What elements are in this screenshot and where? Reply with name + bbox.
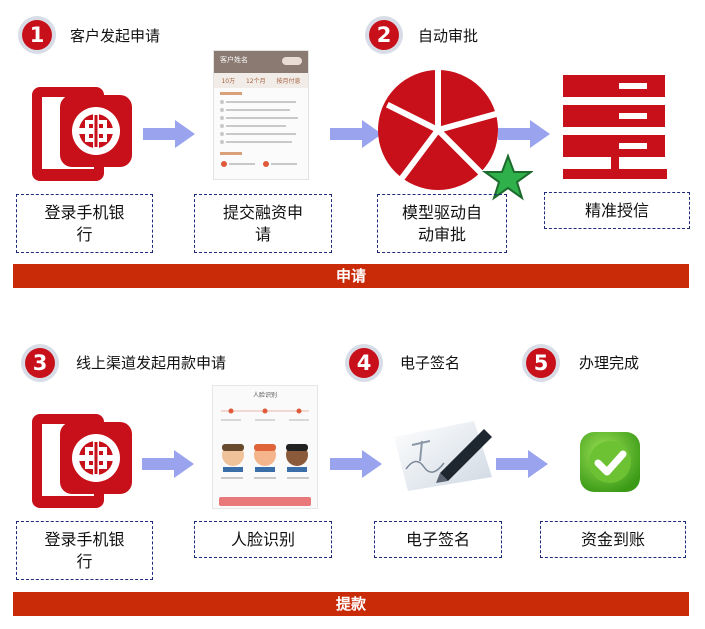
flow-arrow (330, 449, 382, 479)
step-box-login-2: 登录手机银 行 (16, 521, 153, 580)
step-number: 2 (369, 20, 399, 50)
application-form-image: 客户姓名 10万 12个月 按月付息 (213, 50, 309, 180)
step-title-5: 办理完成 (579, 354, 640, 372)
step-title-4: 电子签名 (400, 354, 461, 372)
section-bar-drawdown: 提款 (13, 592, 689, 616)
form-value: 10万 (221, 78, 236, 85)
section-bar-apply: 申请 (13, 264, 689, 288)
step-badge-1: 1 (18, 16, 56, 54)
mobile-banking-icon (30, 412, 134, 510)
check-icon (578, 430, 642, 494)
step-number: 3 (25, 348, 55, 378)
flow-arrow (142, 449, 194, 479)
pie-chart-icon (378, 66, 533, 216)
step-number: 1 (22, 20, 52, 50)
step-box-login: 登录手机银 行 (16, 194, 153, 253)
step-title-3: 线上渠道发起用款申请 (76, 354, 227, 372)
form-header-text: 客户姓名 (220, 56, 248, 64)
step-badge-4: 4 (345, 344, 383, 382)
step-title-1: 客户发起申请 (70, 27, 161, 45)
step-box-e-sign: 电子签名 (374, 521, 502, 558)
form-value: 12个月 (245, 78, 266, 85)
step-badge-5: 5 (522, 344, 560, 382)
face-screen-title: 人脸识别 (252, 392, 277, 399)
server-icon (563, 75, 683, 185)
step-badge-3: 3 (21, 344, 59, 382)
mobile-banking-icon (30, 85, 134, 183)
form-lines (220, 92, 298, 167)
flow-arrow (330, 119, 382, 149)
star-icon (481, 153, 533, 201)
flow-arrow (498, 119, 550, 149)
flow-arrow (496, 449, 548, 479)
step-badge-2: 2 (365, 16, 403, 54)
step-number: 4 (349, 348, 379, 378)
step-title-2: 自动审批 (418, 27, 479, 45)
pen-signature-icon (388, 415, 496, 493)
step-box-auto-approve: 模型驱动自 动审批 (377, 194, 507, 253)
step-box-face-id: 人脸识别 (194, 521, 332, 558)
flow-arrow (143, 119, 195, 149)
form-value: 按月付息 (276, 78, 301, 85)
step-box-submit: 提交融资申 请 (194, 194, 332, 253)
step-box-funds: 资金到账 (540, 521, 686, 558)
face-recognition-image: 人脸识别 (212, 385, 318, 509)
step-box-credit: 精准授信 (544, 192, 690, 229)
step-number: 5 (526, 348, 556, 378)
